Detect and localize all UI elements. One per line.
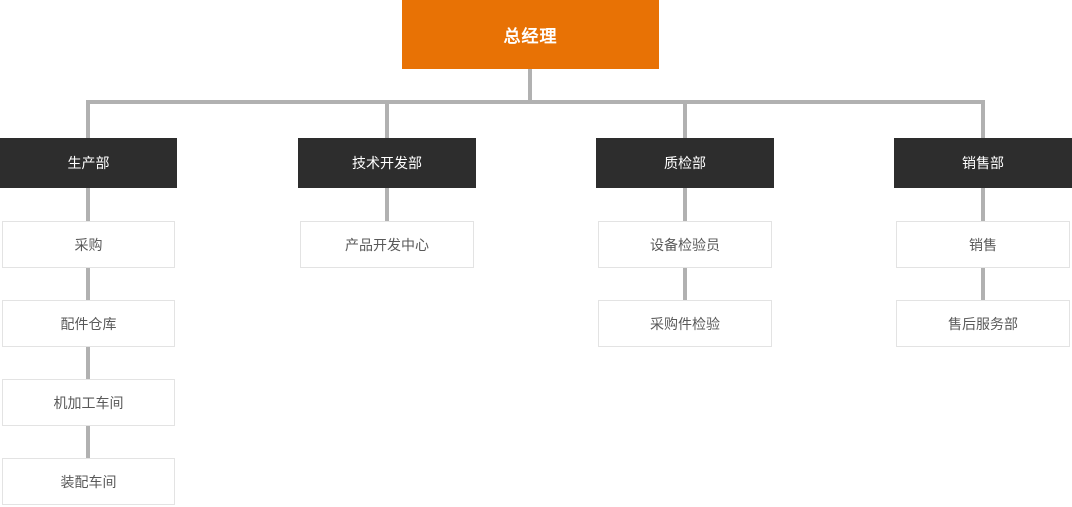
org-node-dept-quality-inspection[interactable]: 质检部 — [596, 138, 774, 188]
connector-drop-1 — [86, 100, 90, 138]
connector-col2-a — [385, 188, 389, 221]
leaf-label: 装配车间 — [60, 474, 117, 491]
org-node-parts-warehouse[interactable]: 配件仓库 — [2, 300, 175, 347]
org-node-purchased-parts-inspection[interactable]: 采购件检验 — [598, 300, 772, 347]
connector-col3-a — [683, 188, 687, 221]
leaf-label: 设备检验员 — [650, 237, 720, 254]
leaf-label: 销售 — [969, 237, 997, 254]
leaf-label: 采购 — [74, 237, 103, 254]
dept-label: 生产部 — [67, 156, 110, 172]
dept-label: 质检部 — [664, 156, 706, 172]
org-node-root-label: 总经理 — [503, 27, 558, 47]
leaf-label: 售后服务部 — [948, 316, 1018, 333]
leaf-label: 采购件检验 — [650, 316, 720, 333]
org-node-machining-workshop[interactable]: 机加工车间 — [2, 379, 175, 426]
dept-label: 技术开发部 — [352, 156, 422, 172]
connector-horizontal-rail — [86, 100, 985, 104]
org-node-product-dev-center[interactable]: 产品开发中心 — [300, 221, 474, 268]
leaf-label: 产品开发中心 — [345, 237, 429, 254]
org-node-dept-sales[interactable]: 销售部 — [894, 138, 1072, 188]
org-node-dept-production[interactable]: 生产部 — [0, 138, 177, 188]
connector-col1-a — [86, 188, 90, 221]
connector-drop-2 — [385, 100, 389, 138]
connector-col1-c — [86, 347, 90, 379]
connector-col3-b — [683, 268, 687, 300]
leaf-label: 配件仓库 — [60, 316, 117, 333]
connector-drop-3 — [683, 100, 687, 138]
connector-col1-b — [86, 268, 90, 300]
connector-root-trunk — [528, 69, 532, 100]
connector-col1-d — [86, 426, 90, 458]
org-node-equipment-inspector[interactable]: 设备检验员 — [598, 221, 772, 268]
org-node-after-sales-service[interactable]: 售后服务部 — [896, 300, 1070, 347]
connector-col4-b — [981, 268, 985, 300]
org-node-root[interactable]: 总经理 — [402, 0, 659, 69]
connector-col4-a — [981, 188, 985, 221]
org-node-dept-tech-development[interactable]: 技术开发部 — [298, 138, 476, 188]
org-node-purchasing[interactable]: 采购 — [2, 221, 175, 268]
org-node-assembly-workshop[interactable]: 装配车间 — [2, 458, 175, 505]
leaf-label: 机加工车间 — [53, 395, 124, 412]
org-node-sales[interactable]: 销售 — [896, 221, 1070, 268]
dept-label: 销售部 — [962, 156, 1004, 172]
connector-drop-4 — [981, 100, 985, 138]
